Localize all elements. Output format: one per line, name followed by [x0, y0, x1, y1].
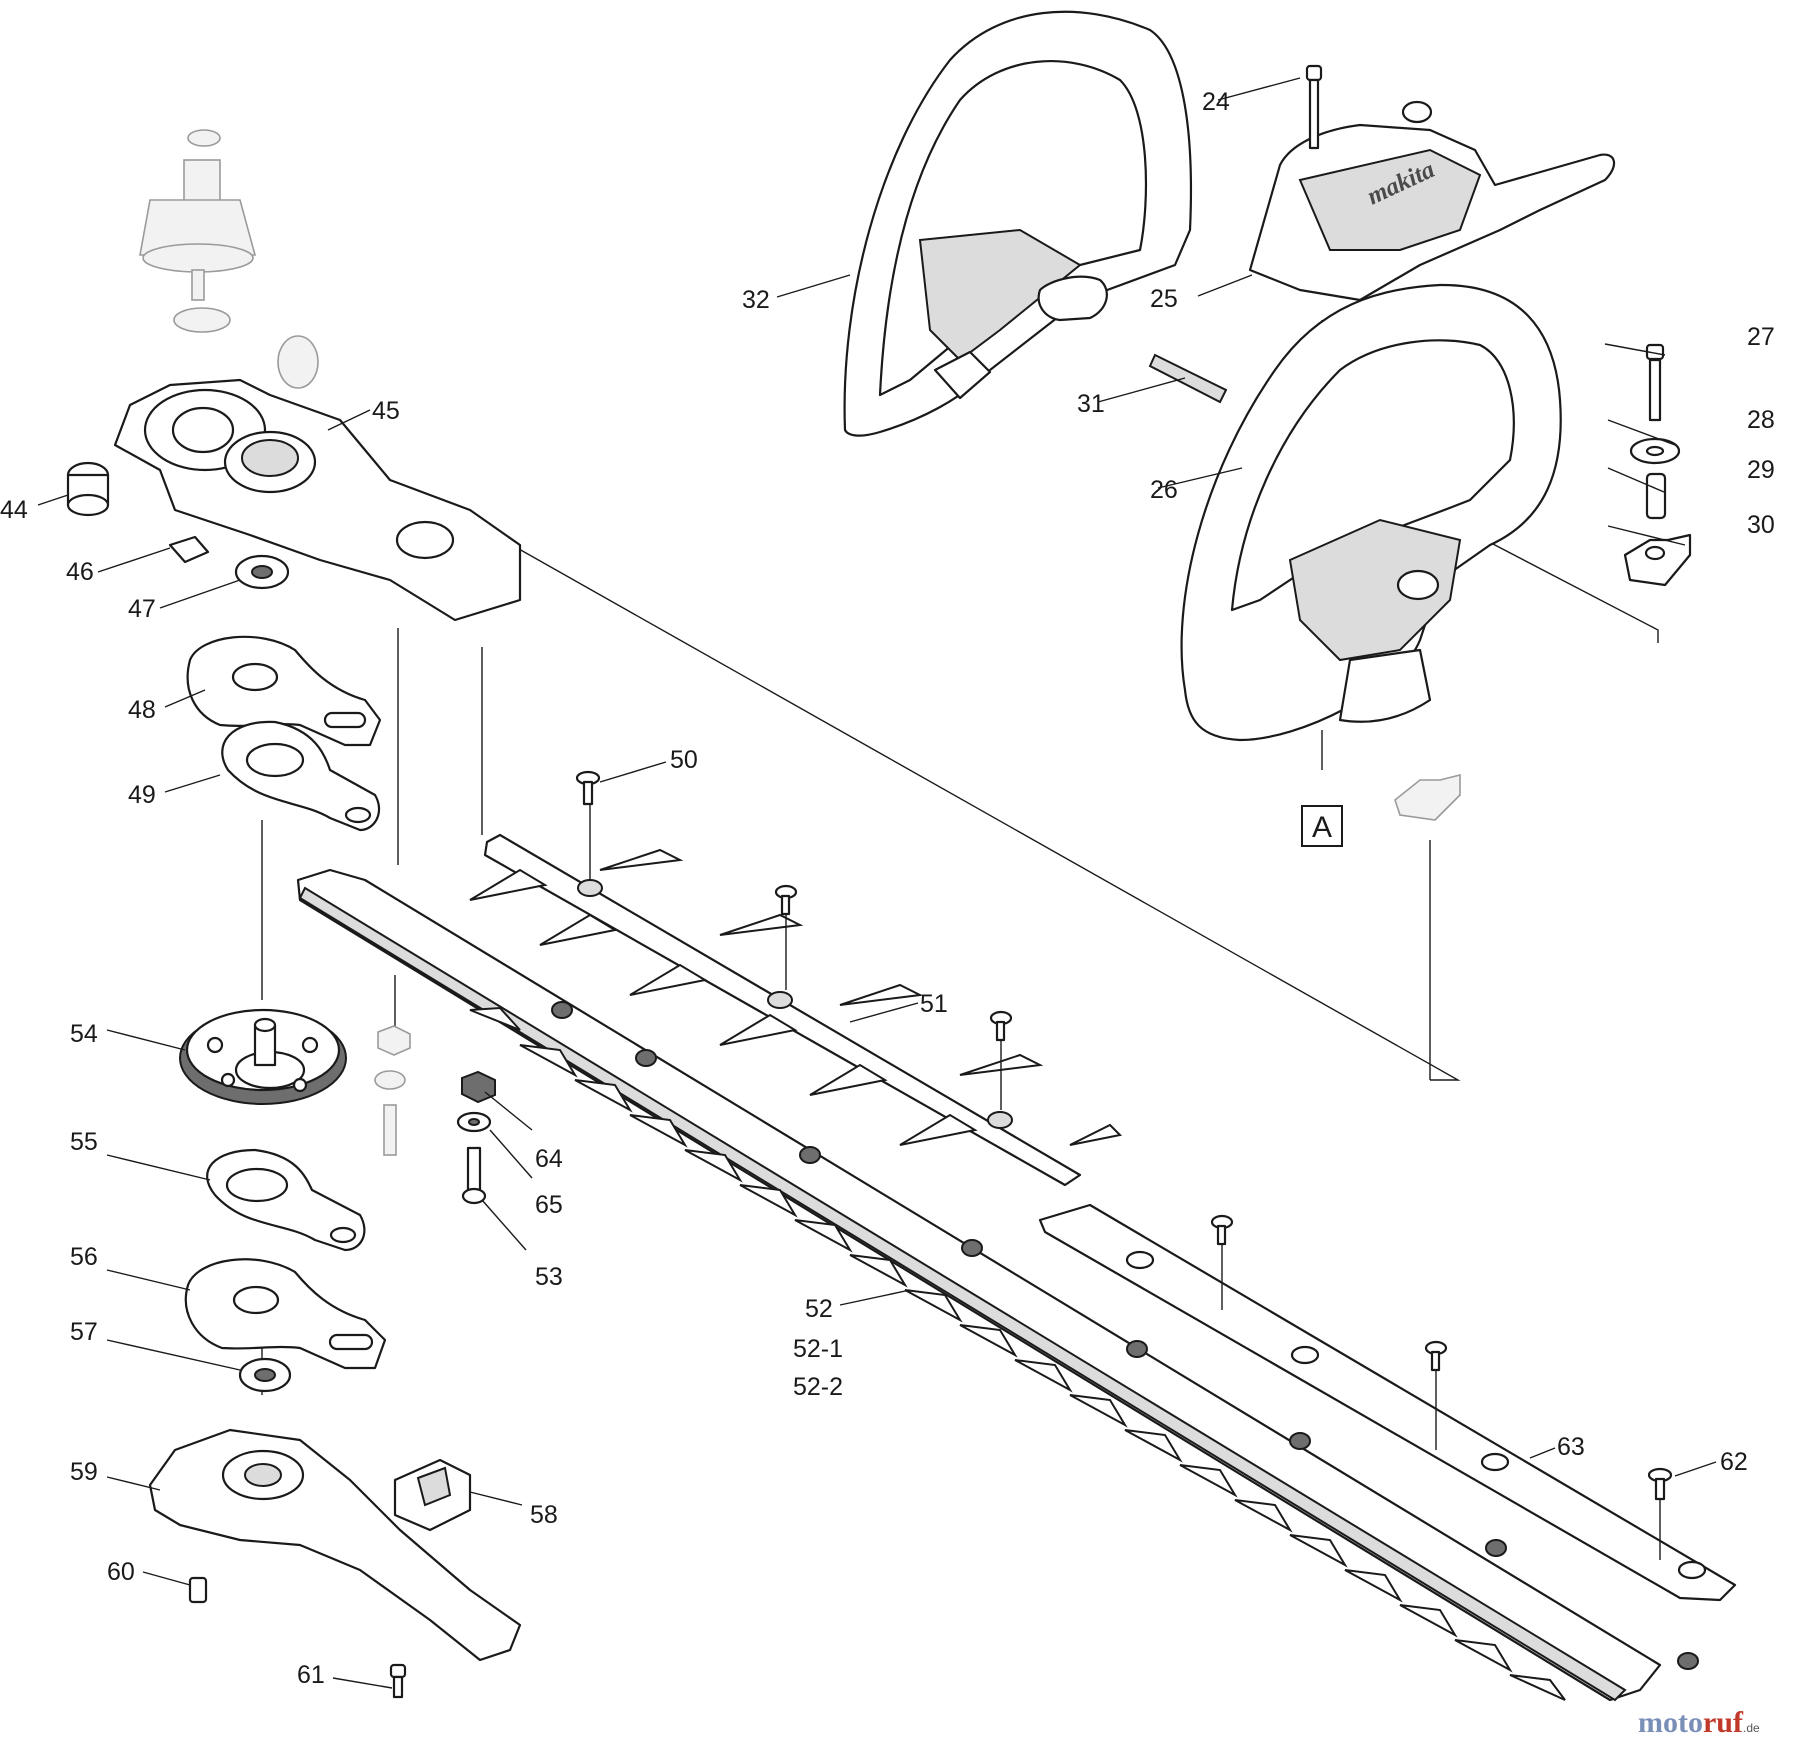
label-25: 25	[1150, 285, 1178, 313]
bearing-47	[234, 554, 290, 590]
label-50: 50	[670, 746, 698, 774]
label-52-1: 52-1	[793, 1335, 843, 1363]
label-46: 46	[66, 558, 94, 586]
ghost-nut	[1394, 773, 1461, 821]
label-60: 60	[107, 1558, 135, 1586]
label-65: 65	[535, 1191, 563, 1219]
label-59: 59	[70, 1458, 98, 1486]
label-44: 44	[0, 496, 28, 524]
part-labels: 24 25 27 28 29 30 31 26 32 45 44 46 47 4…	[0, 88, 1775, 1689]
motor-armature	[139, 129, 319, 389]
label-27: 27	[1747, 323, 1775, 351]
blade-nuts	[551, 1001, 1699, 1670]
screw-62	[1647, 1467, 1673, 1501]
grease-nipple-60	[188, 1576, 208, 1604]
label-51: 51	[920, 990, 948, 1018]
gear-case-59	[148, 1428, 522, 1662]
label-49: 49	[128, 781, 156, 809]
gear-54	[179, 1008, 347, 1105]
switch-cover: makita	[1248, 100, 1616, 302]
label-47: 47	[128, 595, 156, 623]
label-31: 31	[1077, 390, 1105, 418]
block-58	[393, 1458, 472, 1532]
label-48: 48	[128, 696, 156, 724]
label-61: 61	[297, 1661, 325, 1689]
blade-teeth	[469, 1006, 1566, 1701]
guide-screws	[575, 770, 1673, 1560]
label-45: 45	[372, 397, 400, 425]
screw-50	[575, 770, 601, 806]
screw-53	[461, 1146, 487, 1205]
plate-56	[184, 1258, 387, 1370]
label-24: 24	[1202, 88, 1230, 116]
screw-61	[389, 1663, 407, 1699]
screw-27	[1645, 343, 1665, 422]
svg-text:motoruf.de: motoruf.de	[1638, 1706, 1760, 1739]
sleeve-29	[1645, 472, 1667, 520]
spring-31	[1148, 353, 1228, 404]
gear-housing-45	[113, 378, 522, 622]
label-32: 32	[742, 286, 770, 314]
label-26: 26	[1150, 476, 1178, 504]
nut-30	[1623, 533, 1692, 587]
label-56: 56	[70, 1243, 98, 1271]
ring-55	[206, 1148, 366, 1252]
ref-marker-a: A	[1301, 805, 1343, 847]
screw-24	[1305, 64, 1323, 150]
label-53: 53	[535, 1263, 563, 1291]
blade-assembly-52	[296, 868, 1699, 1702]
label-30: 30	[1747, 511, 1775, 539]
label-57: 57	[70, 1318, 98, 1346]
bushing-44	[66, 461, 110, 517]
watermark: motoruf.de	[1638, 1706, 1760, 1739]
blade-guide-51	[469, 833, 1123, 1187]
label-29: 29	[1747, 456, 1775, 484]
label-58: 58	[530, 1501, 558, 1529]
blade-guide-63	[1038, 1203, 1737, 1602]
nut-64	[461, 1070, 496, 1104]
svg-text:A: A	[1312, 811, 1332, 844]
label-55: 55	[70, 1128, 98, 1156]
leader-lines	[37, 77, 1717, 1689]
label-52-2: 52-2	[793, 1373, 843, 1401]
gasket-48	[186, 635, 382, 747]
label-54: 54	[70, 1020, 98, 1048]
front-handle	[1180, 283, 1562, 742]
plate-46	[168, 535, 210, 564]
label-63: 63	[1557, 1433, 1585, 1461]
ghost-fasteners	[374, 1025, 411, 1156]
ring-49	[221, 720, 381, 832]
label-28: 28	[1747, 406, 1775, 434]
washer-65	[456, 1111, 492, 1133]
label-52: 52	[805, 1295, 833, 1323]
rear-handle	[843, 10, 1193, 437]
bearing-57	[238, 1357, 292, 1393]
label-64: 64	[535, 1145, 563, 1173]
assembly-lines	[261, 320, 1659, 1395]
washer-28	[1629, 437, 1681, 465]
label-62: 62	[1720, 1448, 1748, 1476]
